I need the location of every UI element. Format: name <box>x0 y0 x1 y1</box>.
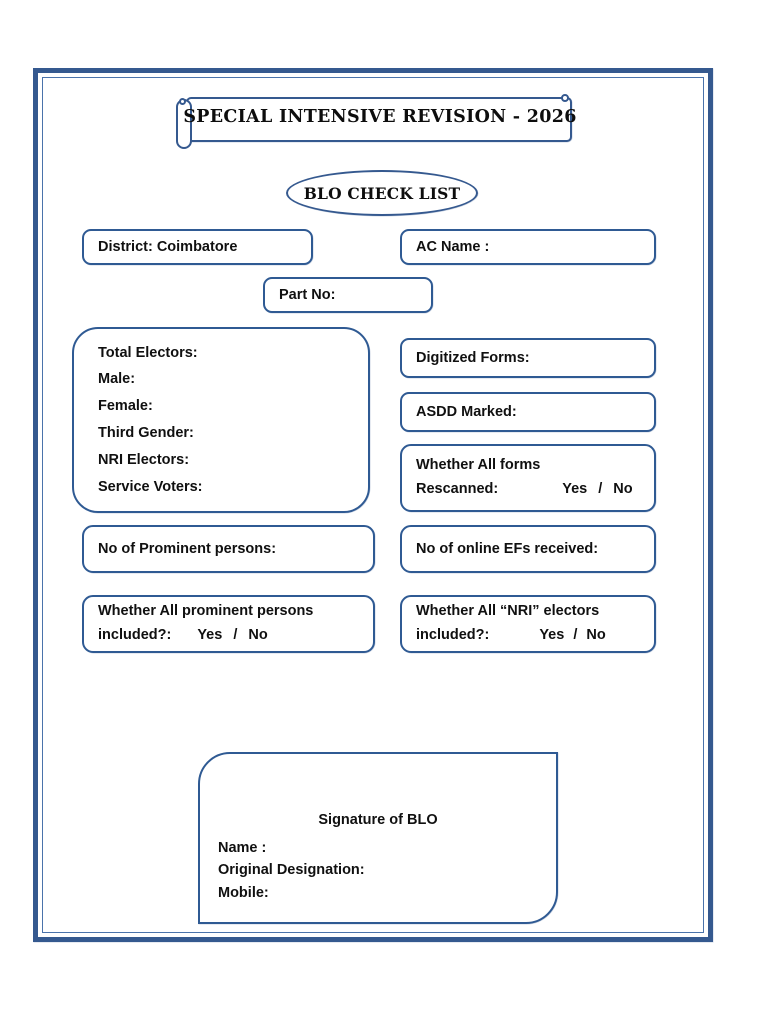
forms-rescanned-separator: / <box>598 480 603 497</box>
signature-designation-label: Original Designation: <box>218 862 365 879</box>
signature-mobile-label: Mobile: <box>218 884 269 901</box>
prominent-included-yes-option[interactable]: Yes <box>197 626 223 643</box>
prominent-included-answer-row: included?: Yes / No <box>98 623 359 648</box>
ac-name-field[interactable]: AC Name : <box>400 229 656 265</box>
asdd-marked-field[interactable]: ASDD Marked: <box>400 392 656 432</box>
service-voters-label: Service Voters: <box>98 478 203 495</box>
male-label: Male: <box>98 371 136 388</box>
document-title: SPECIAL INTENSIVE REVISION - 2026 <box>183 107 577 127</box>
signature-title: Signature of BLO <box>318 812 438 828</box>
signature-fields: Name : Original Designation: Mobile: <box>218 837 365 904</box>
district-field[interactable]: District: Coimbatore <box>82 229 313 265</box>
forms-rescanned-field[interactable]: Whether All forms Rescanned: Yes / No <box>400 444 656 512</box>
forms-rescanned-answer-row: Rescanned: Yes / No <box>416 477 640 502</box>
prominent-persons-count-field[interactable]: No of Prominent persons: <box>82 525 375 573</box>
title-banner: SPECIAL INTENSIVE REVISION - 2026 <box>172 92 577 152</box>
electors-summary-box[interactable]: Total Electors: Male: Female: Third Gend… <box>72 327 370 513</box>
nri-included-yes-option[interactable]: Yes <box>539 626 565 643</box>
nri-included-separator: / <box>573 626 578 643</box>
online-efs-received-field[interactable]: No of online EFs received: <box>400 525 656 573</box>
banner-body <box>186 97 572 142</box>
nri-included-label-line1: Whether All “NRI” electors <box>416 603 600 620</box>
forms-rescanned-no-option[interactable]: No <box>613 480 633 497</box>
checklist-heading-text: BLO CHECK LIST <box>303 183 461 203</box>
prominent-included-no-option[interactable]: No <box>248 626 268 643</box>
female-label: Female: <box>98 398 153 415</box>
online-efs-received-label: No of online EFs received: <box>416 540 599 557</box>
nri-included-label-line2: included?: <box>416 626 490 643</box>
district-label: District: Coimbatore <box>98 238 238 255</box>
prominent-persons-count-label: No of Prominent persons: <box>98 540 277 557</box>
forms-rescanned-label-line2: Rescanned: <box>416 480 499 497</box>
nri-electors-included-field[interactable]: Whether All “NRI” electors included?: Ye… <box>400 595 656 653</box>
digitized-forms-field[interactable]: Digitized Forms: <box>400 338 656 378</box>
signature-box[interactable]: Signature of BLO Name : Original Designa… <box>198 752 558 924</box>
ac-name-label: AC Name : <box>416 238 490 255</box>
page-border-inner <box>42 77 704 933</box>
digitized-forms-label: Digitized Forms: <box>416 349 530 366</box>
part-no-label: Part No: <box>279 286 336 303</box>
asdd-marked-label: ASDD Marked: <box>416 403 517 420</box>
banner-knob-right-icon <box>561 94 569 102</box>
checklist-heading-ellipse: BLO CHECK LIST <box>286 170 478 216</box>
third-gender-label: Third Gender: <box>98 425 194 441</box>
total-electors-label: Total Electors: <box>98 344 198 361</box>
nri-included-answer-row: included?: Yes / No <box>416 623 640 648</box>
signature-name-label: Name : <box>218 840 267 856</box>
nri-electors-label: NRI Electors: <box>98 451 190 468</box>
prominent-included-separator: / <box>233 626 238 643</box>
banner-knob-left-icon <box>179 98 186 105</box>
nri-included-no-option[interactable]: No <box>586 626 606 643</box>
forms-rescanned-label-line1: Whether All forms <box>416 457 541 474</box>
prominent-included-label-line1: Whether All prominent persons <box>98 603 314 620</box>
prominent-persons-included-field[interactable]: Whether All prominent persons included?:… <box>82 595 375 653</box>
part-no-field[interactable]: Part No: <box>263 277 433 313</box>
prominent-included-label-line2: included?: <box>98 626 172 643</box>
forms-rescanned-yes-option[interactable]: Yes <box>562 480 588 497</box>
